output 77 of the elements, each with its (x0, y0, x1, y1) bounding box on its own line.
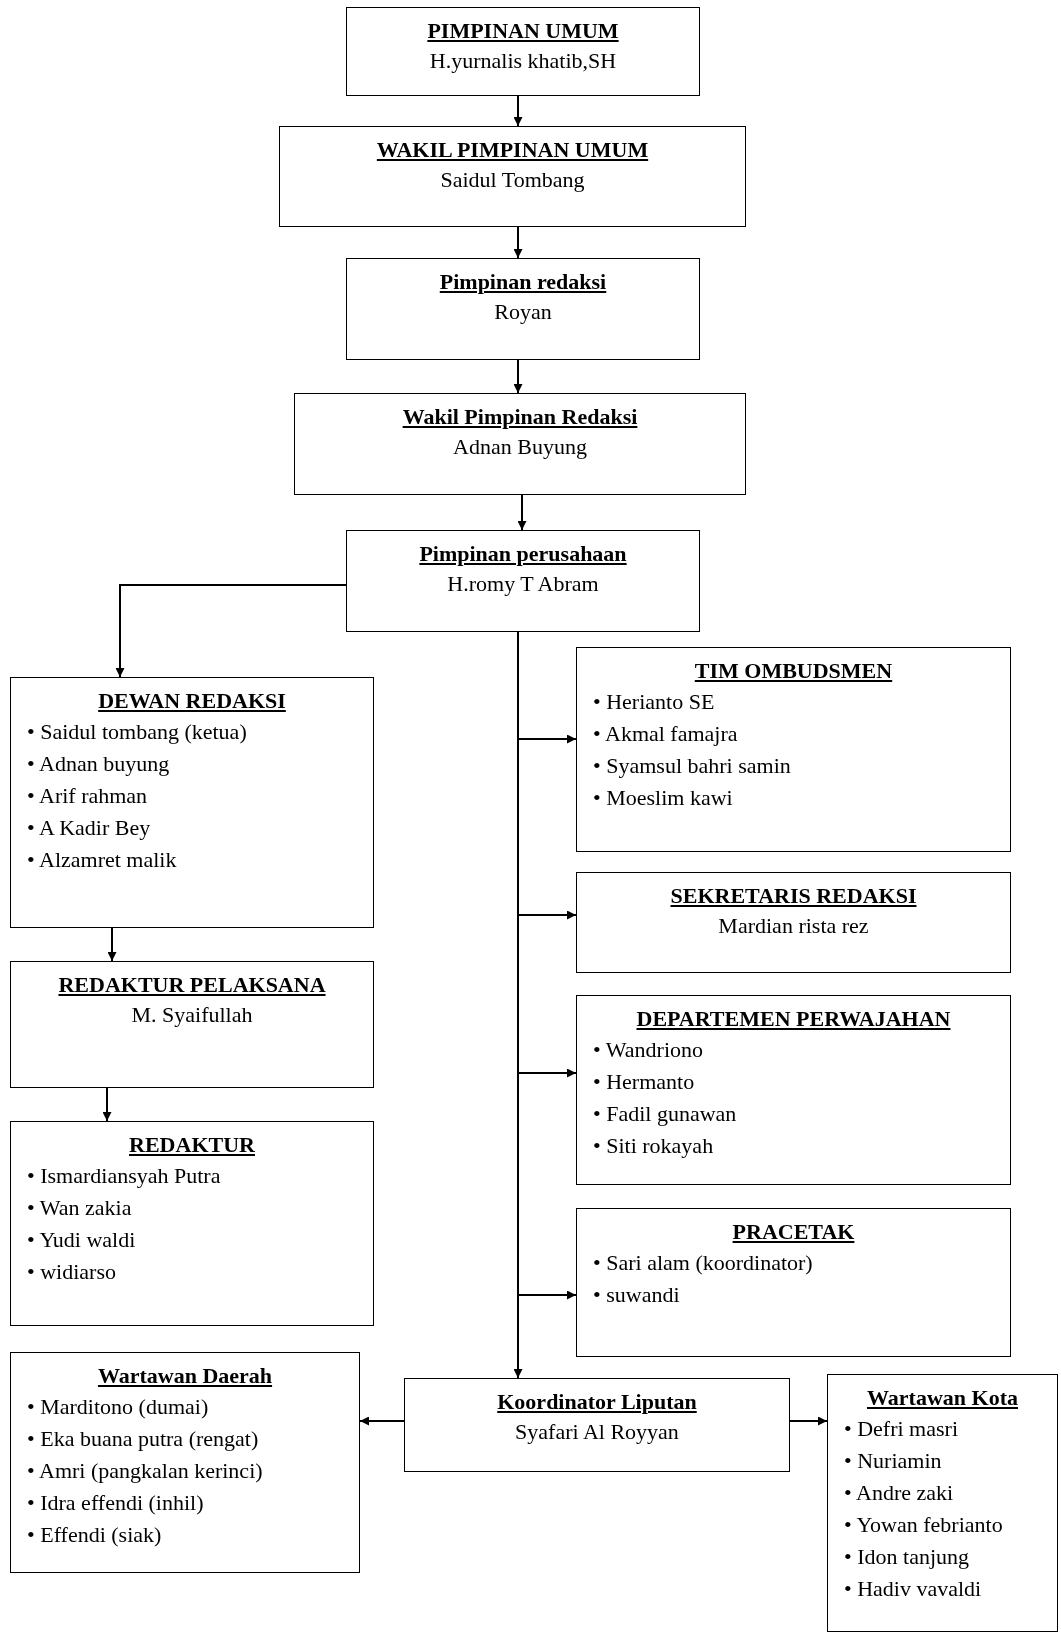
org-box (404, 1378, 790, 1472)
org-box (576, 872, 1011, 973)
box-heading: SEKRETARIS REDAKSI (670, 882, 917, 910)
list-item: • Wan zakia (27, 1194, 132, 1222)
list-item: • Idon tanjung (844, 1543, 970, 1571)
org-box (576, 995, 1011, 1185)
list-item: • Yudi waldi (27, 1226, 136, 1254)
box-heading: WAKIL PIMPINAN UMUM (376, 136, 649, 164)
list-item: • Adnan buyung (27, 750, 170, 778)
list-item: • Moeslim kawi (593, 784, 733, 812)
arrow (513, 359, 523, 394)
org-box (346, 530, 700, 632)
list-item: • Fadil gunawan (593, 1100, 737, 1128)
arrow (359, 1416, 405, 1426)
person-name: Saidul Tombang (440, 166, 585, 194)
list-item: • Effendi (siak) (27, 1521, 162, 1549)
list-item: • widiarso (27, 1258, 116, 1286)
list-item: • Arif rahman (27, 782, 148, 810)
org-box (346, 258, 700, 360)
box-heading: DEWAN REDAKSI (98, 687, 286, 715)
person-name: H.romy T Abram (447, 570, 599, 598)
arrow (102, 1087, 112, 1122)
box-heading: TIM OMBUDSMEN (694, 657, 893, 685)
org-box (827, 1374, 1058, 1632)
list-item: • Alzamret malik (27, 846, 177, 874)
list-item: • Saidul tombang (ketua) (27, 718, 247, 746)
person-name: H.yurnalis khatib,SH (429, 47, 617, 75)
box-heading: REDAKTUR PELAKSANA (58, 971, 326, 999)
person-name: M. Syaifullah (131, 1001, 253, 1029)
arrow (107, 927, 117, 962)
box-heading: Pimpinan redaksi (439, 268, 607, 296)
list-item: • Eka buana putra (rengat) (27, 1425, 259, 1453)
list-item: • Hadiv vavaldi (844, 1575, 982, 1603)
list-item: • Ismardiansyah Putra (27, 1162, 221, 1190)
org-box (10, 1352, 360, 1573)
org-box (10, 677, 374, 928)
list-item: • Amri (pangkalan kerinci) (27, 1457, 263, 1485)
list-item: • Yowan febrianto (844, 1511, 1003, 1539)
arrow (513, 95, 523, 127)
list-item: • A Kadir Bey (27, 814, 151, 842)
person-name: Royan (494, 298, 552, 326)
org-box (576, 1208, 1011, 1357)
box-heading: REDAKTUR (129, 1131, 255, 1159)
list-item: • Marditono (dumai) (27, 1393, 209, 1421)
org-box (279, 126, 746, 227)
list-item: • Syamsul bahri samin (593, 752, 791, 780)
person-name: Adnan Buyung (453, 433, 587, 461)
list-item: • Idra effendi (inhil) (27, 1489, 204, 1517)
box-heading: PRACETAK (732, 1218, 855, 1246)
list-item: • Akmal famajra (593, 720, 738, 748)
person-name: Syafari Al Royyan (515, 1418, 679, 1446)
org-box (10, 961, 374, 1088)
box-heading: Wartawan Daerah (97, 1362, 273, 1390)
list-item: • Nuriamin (844, 1447, 942, 1475)
list-item: • Hermanto (593, 1068, 695, 1096)
list-item: • Defri masri (844, 1415, 958, 1443)
list-item: • Siti rokayah (593, 1132, 714, 1160)
box-heading: Pimpinan perusahaan (419, 540, 627, 568)
list-item: • Wandriono (593, 1036, 703, 1064)
box-heading: PIMPINAN UMUM (427, 17, 619, 45)
org-box (10, 1121, 374, 1326)
arrow (517, 494, 527, 531)
arrow (789, 1416, 828, 1426)
list-item: • Herianto SE (593, 688, 715, 716)
arrow (513, 226, 523, 259)
box-heading: Wakil Pimpinan Redaksi (402, 403, 638, 431)
box-heading: DEPARTEMEN PERWAJAHAN (636, 1005, 951, 1033)
list-item: • suwandi (593, 1281, 680, 1309)
org-box (346, 7, 700, 96)
box-heading: Koordinator Liputan (497, 1388, 697, 1416)
box-heading: Wartawan Kota (867, 1384, 1018, 1412)
person-name: Mardian rista rez (718, 912, 869, 940)
list-item: • Sari alam (koordinator) (593, 1249, 813, 1277)
arrow (115, 584, 347, 678)
org-box (294, 393, 746, 495)
org-box (576, 647, 1011, 852)
list-item: • Andre zaki (844, 1479, 954, 1507)
